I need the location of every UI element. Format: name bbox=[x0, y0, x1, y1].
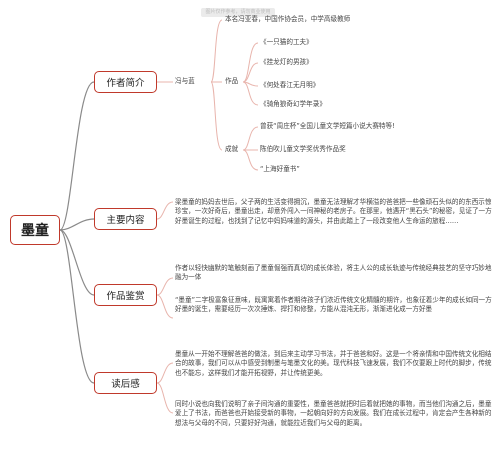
reflection-text[interactable]: 墨童从一开始不理解爸爸的做法，到后来主动学习书法，并于爸爸和好。这是一个将亲情和… bbox=[175, 350, 492, 377]
link-work-2 bbox=[242, 62, 259, 83]
branch-author-intro[interactable]: 作者简介 bbox=[94, 71, 157, 93]
link-root-author bbox=[59, 81, 95, 231]
link-work-4 bbox=[242, 81, 259, 106]
reflection-text[interactable]: 同时小说也向我们说明了亲子间沟通的重要性，墨童爸爸就把时后着就把她的事物，而当他… bbox=[175, 400, 492, 427]
awards-label[interactable]: 成就 bbox=[225, 145, 239, 153]
link-name-intro bbox=[210, 19, 223, 83]
award-item[interactable]: 陈伯吹儿童文学奖优秀作品奖 bbox=[260, 145, 346, 153]
link-reflection-text1 bbox=[156, 362, 174, 384]
works-label[interactable]: 作品 bbox=[225, 77, 239, 85]
link-award-1 bbox=[242, 126, 259, 151]
link-root-reflection bbox=[59, 229, 95, 384]
link-name-awards bbox=[210, 81, 223, 151]
branch-main-content[interactable]: 主要内容 bbox=[94, 208, 157, 230]
appreciation-text[interactable]: “墨童”二字极富象征意味，既寓寓着作者期待孩子们浓近传统文化精髓的期许，也象征着… bbox=[175, 296, 492, 314]
watermark: 图片仅作参考，请勿商业使用 bbox=[201, 8, 275, 17]
author-intro-text[interactable]: 本名冯亚春，中国作协会员，中学高级教师 bbox=[225, 15, 351, 23]
work-item[interactable]: 《一只猫的工夫》 bbox=[260, 38, 313, 46]
link-appreciation-text1 bbox=[156, 277, 174, 296]
branch-reflection[interactable]: 读后感 bbox=[94, 372, 157, 394]
work-item[interactable]: 《骑角狼奇幻学年录》 bbox=[260, 100, 326, 108]
content-summary[interactable]: 梁墨童的妈妈去世后，父子两的生活变得拥沉，墨童无法理解才华横溢的爸爸把一些像顽石… bbox=[175, 198, 492, 225]
link-root-appreciation bbox=[59, 229, 95, 296]
link-appreciation-text2 bbox=[156, 294, 174, 319]
author-name[interactable]: 冯与蓝 bbox=[175, 77, 195, 85]
appreciation-text[interactable]: 作者以轻快幽默的笔触刻画了墨童倔强而真切的成长体验，将主人公的成长轨迹与传统经典… bbox=[175, 264, 492, 282]
work-item[interactable]: 《何处春江无月明》 bbox=[260, 81, 320, 89]
link-content-text bbox=[156, 201, 174, 220]
award-item[interactable]: 曾获“周庄杯”全国儿童文学短篇小说大赛特等! bbox=[260, 122, 395, 130]
work-item[interactable]: 《挂龙灯的男孩》 bbox=[260, 58, 313, 66]
link-root-content bbox=[59, 218, 95, 231]
branch-appreciation[interactable]: 作品鉴赏 bbox=[94, 284, 157, 306]
award-item[interactable]: “上海好童书” bbox=[260, 165, 300, 173]
root-node[interactable]: 墨童 bbox=[10, 215, 60, 245]
link-reflection-text2 bbox=[156, 382, 174, 414]
link-award-3 bbox=[242, 149, 259, 171]
link-work-1 bbox=[242, 42, 259, 83]
